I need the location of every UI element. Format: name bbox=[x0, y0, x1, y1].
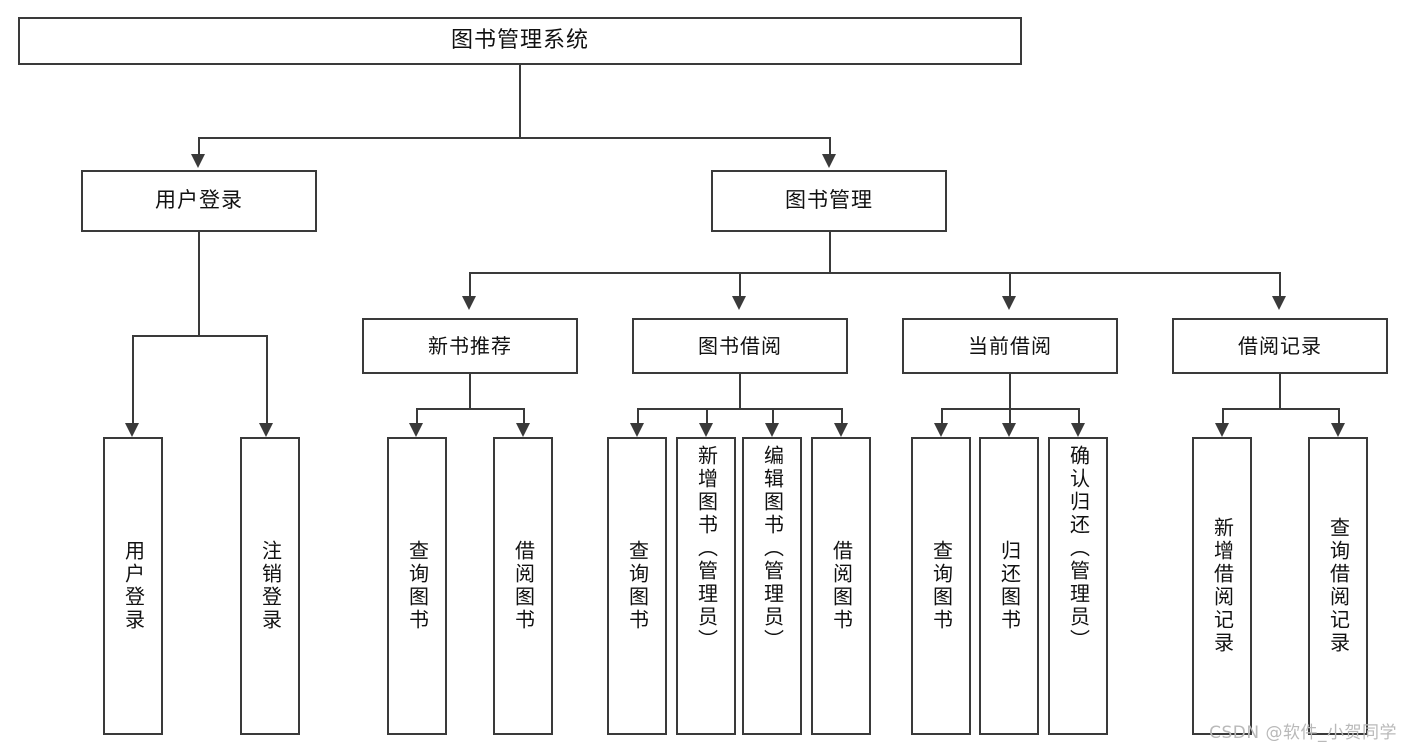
connector-root-bus bbox=[198, 137, 830, 139]
node-label: 新书推荐 bbox=[428, 333, 512, 358]
connector-level3-bus bbox=[469, 272, 1281, 274]
connector-current-drop-2 bbox=[1009, 408, 1011, 423]
node-user-login[interactable]: 用户登录 bbox=[81, 170, 317, 232]
leaf-label: 新增图书（管理员） bbox=[694, 445, 719, 652]
leaf-query-book-current[interactable]: 查询图书 bbox=[911, 437, 971, 735]
leaf-borrow-book[interactable]: 借阅图书 bbox=[811, 437, 871, 735]
arrowhead-leaf-edit-book bbox=[765, 423, 779, 437]
connector-borrow-drop-2 bbox=[706, 408, 708, 423]
connector-book-management-stem bbox=[829, 232, 831, 272]
leaf-label: 归还图书 bbox=[997, 540, 1022, 632]
arrowhead-leaf-query-record bbox=[1331, 423, 1345, 437]
connector-root-drop-left bbox=[198, 137, 200, 154]
leaf-query-book-recommend[interactable]: 查询图书 bbox=[387, 437, 447, 735]
watermark-text: CSDN @软件_小贺同学 bbox=[1209, 723, 1397, 743]
connector-borrow-bus bbox=[637, 408, 841, 410]
leaf-confirm-return-admin[interactable]: 确认归还（管理员） bbox=[1048, 437, 1108, 735]
leaf-add-borrow-record[interactable]: 新增借阅记录 bbox=[1192, 437, 1252, 735]
leaf-label: 确认归还（管理员） bbox=[1066, 445, 1091, 652]
arrowhead-leaf-logout bbox=[259, 423, 273, 437]
node-borrow-record[interactable]: 借阅记录 bbox=[1172, 318, 1388, 374]
connector-user-login-drop-2 bbox=[266, 335, 268, 423]
connector-root-stem bbox=[519, 65, 521, 137]
arrowhead-to-new-book-recommend bbox=[462, 296, 476, 310]
connector-recommend-drop-2 bbox=[523, 408, 525, 423]
leaf-label: 借阅图书 bbox=[829, 540, 854, 632]
leaf-borrow-book-recommend[interactable]: 借阅图书 bbox=[493, 437, 553, 735]
connector-record-drop-1 bbox=[1222, 408, 1224, 423]
connector-current-drop-3 bbox=[1078, 408, 1080, 423]
arrowhead-to-borrow-record bbox=[1272, 296, 1286, 310]
connector-recommend-drop-1 bbox=[416, 408, 418, 423]
node-book-borrow[interactable]: 图书借阅 bbox=[632, 318, 848, 374]
connector-borrow-drop-4 bbox=[841, 408, 843, 423]
leaf-label: 新增借阅记录 bbox=[1210, 517, 1235, 655]
leaf-logout[interactable]: 注销登录 bbox=[240, 437, 300, 735]
arrowhead-leaf-return-book bbox=[1002, 423, 1016, 437]
leaf-add-book-admin[interactable]: 新增图书（管理员） bbox=[676, 437, 736, 735]
node-label: 图书管理系统 bbox=[450, 27, 589, 53]
leaf-label: 用户登录 bbox=[121, 540, 146, 632]
arrowhead-leaf-borrow-book-2 bbox=[834, 423, 848, 437]
leaf-label: 注销登录 bbox=[258, 540, 283, 632]
arrowhead-to-user-login bbox=[191, 154, 205, 168]
arrowhead-leaf-query-book-1 bbox=[409, 423, 423, 437]
connector-user-login-bus bbox=[132, 335, 266, 337]
leaf-label: 查询借阅记录 bbox=[1326, 517, 1351, 655]
connector-user-login-stem bbox=[198, 232, 200, 335]
arrowhead-leaf-add-book bbox=[699, 423, 713, 437]
arrowhead-to-book-management bbox=[822, 154, 836, 168]
arrowhead-leaf-add-record bbox=[1215, 423, 1229, 437]
leaf-label: 借阅图书 bbox=[511, 540, 536, 632]
node-label: 用户登录 bbox=[155, 188, 243, 213]
connector-record-drop-2 bbox=[1338, 408, 1340, 423]
node-root-system[interactable]: 图书管理系统 bbox=[18, 17, 1022, 65]
leaf-label: 查询图书 bbox=[929, 540, 954, 632]
connector-level3-drop-1 bbox=[469, 272, 471, 296]
leaf-query-borrow-record[interactable]: 查询借阅记录 bbox=[1308, 437, 1368, 735]
leaf-label: 查询图书 bbox=[405, 540, 430, 632]
node-new-book-recommend[interactable]: 新书推荐 bbox=[362, 318, 578, 374]
arrowhead-to-book-borrow bbox=[732, 296, 746, 310]
arrowhead-to-current-borrow bbox=[1002, 296, 1016, 310]
leaf-return-book[interactable]: 归还图书 bbox=[979, 437, 1039, 735]
arrowhead-leaf-borrow-book-1 bbox=[516, 423, 530, 437]
leaf-label: 查询图书 bbox=[625, 540, 650, 632]
leaf-label: 编辑图书（管理员） bbox=[760, 445, 785, 652]
connector-borrow-stem bbox=[739, 374, 741, 408]
connector-current-drop-1 bbox=[941, 408, 943, 423]
leaf-edit-book-admin[interactable]: 编辑图书（管理员） bbox=[742, 437, 802, 735]
leaf-query-book-borrow[interactable]: 查询图书 bbox=[607, 437, 667, 735]
node-current-borrow[interactable]: 当前借阅 bbox=[902, 318, 1118, 374]
node-label: 图书借阅 bbox=[698, 333, 782, 358]
connector-level3-drop-3 bbox=[1009, 272, 1011, 296]
connector-level3-drop-2 bbox=[739, 272, 741, 296]
arrowhead-leaf-query-book-3 bbox=[934, 423, 948, 437]
arrowhead-leaf-user-login bbox=[125, 423, 139, 437]
leaf-user-login[interactable]: 用户登录 bbox=[103, 437, 163, 735]
node-label: 图书管理 bbox=[785, 188, 873, 213]
node-label: 借阅记录 bbox=[1238, 333, 1322, 358]
connector-root-drop-right bbox=[829, 137, 831, 154]
node-label: 当前借阅 bbox=[968, 333, 1052, 358]
connector-record-bus bbox=[1222, 408, 1338, 410]
connector-borrow-drop-1 bbox=[637, 408, 639, 423]
connector-record-stem bbox=[1279, 374, 1281, 408]
connector-borrow-drop-3 bbox=[772, 408, 774, 423]
connector-recommend-bus bbox=[416, 408, 523, 410]
node-book-management[interactable]: 图书管理 bbox=[711, 170, 947, 232]
arrowhead-leaf-query-book-2 bbox=[630, 423, 644, 437]
connector-current-stem bbox=[1009, 374, 1011, 408]
connector-user-login-drop-1 bbox=[132, 335, 134, 423]
arrowhead-leaf-confirm-return bbox=[1071, 423, 1085, 437]
connector-recommend-stem bbox=[469, 374, 471, 408]
connector-level3-drop-4 bbox=[1279, 272, 1281, 296]
